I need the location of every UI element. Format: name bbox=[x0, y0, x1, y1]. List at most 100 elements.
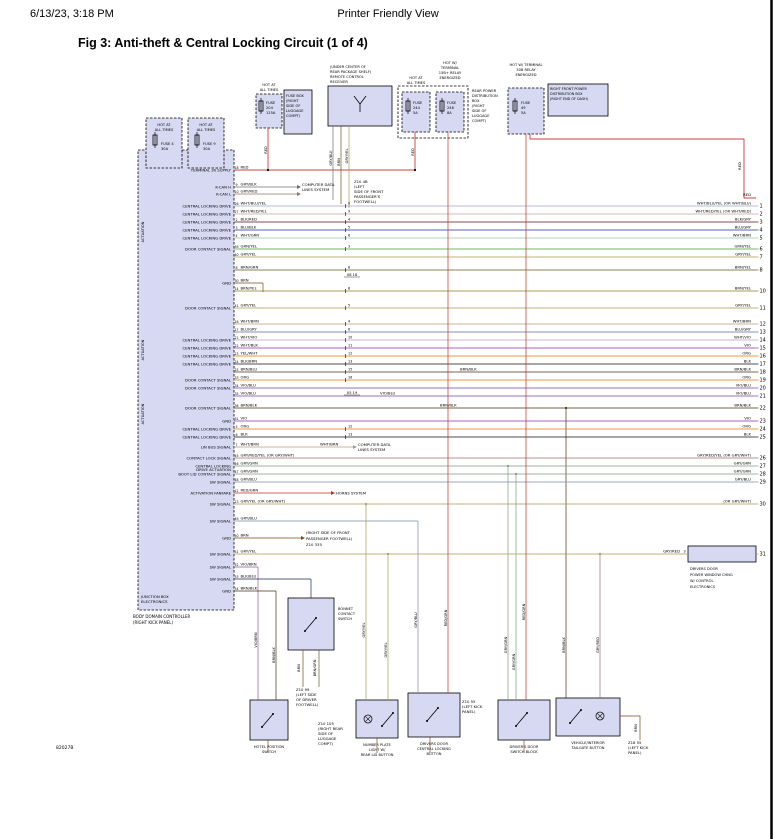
wire-color-label: BRN/YEL bbox=[241, 286, 258, 291]
pin-signal-label: DOOR CONTACT SIGNAL bbox=[185, 305, 232, 310]
wire-color-label: GRY/BLU bbox=[241, 516, 257, 521]
diagram-label: FOOTWELL) bbox=[296, 702, 319, 707]
diagram-label: PASSENGER'S bbox=[354, 194, 381, 199]
pin-signal-label: SW SIGNAL bbox=[210, 551, 232, 556]
unit-label: 30A bbox=[161, 147, 169, 151]
wire-color-label: BRN/BLK bbox=[272, 647, 276, 663]
wire-endpoint-number: 22 bbox=[760, 406, 766, 412]
antenna-icon bbox=[359, 95, 367, 105]
wire-endpoint-number: 5 bbox=[760, 236, 763, 242]
pin-number: 40 bbox=[234, 253, 238, 257]
unit-label: COMPT) bbox=[472, 119, 487, 123]
unit-label: 30B RELAY bbox=[516, 68, 536, 72]
unit-label: ENERGIZED bbox=[439, 76, 460, 80]
pin-number: 34 bbox=[234, 384, 238, 388]
unit-label: SWITCH bbox=[338, 617, 352, 621]
unit-label: 15B+ RELAY bbox=[439, 71, 462, 75]
unit-label: 125A bbox=[266, 111, 276, 115]
wire-color-label: GRY/YEL (OR GRY/WHT) bbox=[241, 499, 286, 504]
wire-color-label: BRN bbox=[241, 533, 249, 538]
wire-color-label: WHT/BLU/YEL bbox=[241, 201, 268, 206]
unit-box bbox=[187, 117, 225, 169]
wire-color-label: VIO/BLU bbox=[736, 391, 752, 396]
wire-color-label: BLU/GRY bbox=[241, 327, 258, 332]
wire-color-label: WHT/BLK bbox=[241, 343, 259, 348]
wire-color-label: GRY/YEL bbox=[362, 623, 366, 638]
pin-signal-label: LIN BUS SIGNAL bbox=[201, 444, 232, 449]
wire-color-label: RED bbox=[411, 148, 415, 156]
wire-color-label: WHT/BRN bbox=[241, 442, 259, 447]
wire-endpoint-number: 16 bbox=[760, 354, 766, 360]
wire-color-label: GRY/YEL bbox=[241, 252, 258, 257]
wire-color-label: GRY/GRN bbox=[512, 653, 516, 670]
switch-contact bbox=[381, 725, 383, 727]
wire-color-label: VIO/BLU bbox=[380, 391, 396, 396]
wire-color-label: WHT/BRN bbox=[733, 319, 751, 324]
unit-label: ALL TIMES bbox=[155, 128, 174, 132]
junction-dot bbox=[386, 552, 390, 556]
unit-label: 246 bbox=[447, 106, 455, 110]
wire-endpoint-number: 15 bbox=[760, 346, 766, 352]
unit-box bbox=[507, 87, 545, 135]
unit-label: CONTACT bbox=[338, 612, 356, 616]
diagram-label: OF DRIVER bbox=[296, 697, 317, 702]
unit-label: HOT AT bbox=[262, 83, 276, 87]
wire-color-label: GRY/GRN bbox=[241, 469, 259, 474]
wire-color-label: VIO/BLU bbox=[736, 383, 752, 388]
pin-number: 45 bbox=[234, 454, 238, 458]
pin-signal-label: CENTRAL LOCKING DRIVE bbox=[182, 235, 231, 240]
wire-color-label: BRN/BLU bbox=[241, 367, 258, 372]
diagram-label: SIDE OF bbox=[318, 731, 333, 736]
pin-number: 24 bbox=[234, 360, 238, 364]
unit-label: 8A bbox=[447, 111, 452, 115]
unit-label: FUSE bbox=[266, 101, 276, 105]
connector-pin-number: 5 bbox=[348, 304, 350, 308]
wire bbox=[529, 134, 756, 199]
datetime-text: 6/13/23, 3:18 PM bbox=[30, 8, 114, 20]
wire-color-label: ORG bbox=[742, 351, 751, 356]
pin-signal-label: DOOR CONTACT SIGNAL bbox=[185, 385, 232, 390]
connector-pin-number: 4 bbox=[348, 218, 350, 222]
wire-color-label: GRY/YEL bbox=[241, 303, 258, 308]
wire-color-label: GRY/YEL bbox=[735, 252, 752, 257]
unit-label: ALL TIMES bbox=[197, 128, 216, 132]
connector-pin-number: 10 bbox=[348, 336, 352, 340]
wire-endpoint-number: 29 bbox=[760, 480, 766, 486]
unit-box bbox=[355, 699, 399, 739]
pin-number: 49 bbox=[234, 517, 238, 521]
unit-label: REAR LID BUTTON bbox=[361, 753, 394, 757]
diagram-label: 82027B bbox=[56, 745, 73, 751]
wire-color-label: YEL/WHT bbox=[241, 351, 259, 356]
wire-color-label: GRY/RED bbox=[663, 549, 680, 554]
wire-color-label: RED/GRN bbox=[444, 609, 448, 626]
lamp-icon bbox=[363, 714, 373, 724]
unit-label: COMPT) bbox=[286, 114, 301, 118]
wire-color-label: BRN/BLK bbox=[241, 586, 258, 591]
pin-signal-label: CENTRAL LOCKING DRIVE bbox=[182, 361, 231, 366]
unit-label: 204 bbox=[266, 106, 274, 110]
wire-color-label: BLK/BRN bbox=[241, 359, 258, 364]
diagram-label: COMPUTER DATA bbox=[358, 442, 391, 447]
wire-color-label: BRN bbox=[241, 278, 249, 283]
wire-color-label: BRN/GRN bbox=[313, 659, 317, 676]
connector-pin-number: 4 bbox=[348, 320, 350, 324]
wire-endpoint-number: 14 bbox=[760, 338, 766, 344]
wire-color-label: GRY/RED bbox=[241, 189, 258, 194]
wire-color-label: GRY/RED bbox=[596, 637, 600, 653]
pin-number: 7 bbox=[235, 443, 237, 447]
connector-pin-number: 6 bbox=[348, 234, 350, 238]
wire-color-label: BLK bbox=[241, 432, 249, 437]
wire-endpoint-number: 27 bbox=[760, 464, 766, 470]
pin-number: 10 bbox=[234, 190, 238, 194]
unit-label: BOX bbox=[472, 99, 480, 103]
wire-color-label: BLK bbox=[744, 359, 752, 364]
unit-label: 5A bbox=[521, 111, 526, 115]
wire-endpoint-number: 23 bbox=[760, 419, 766, 425]
wire-color-label: BRN bbox=[337, 158, 341, 166]
unit-label: NUMBER PLATE bbox=[363, 743, 391, 747]
wire-endpoint-number: 8 bbox=[760, 268, 763, 274]
wire-color-label: RED/GRN bbox=[522, 603, 526, 620]
unit-label: LUGGAGE bbox=[472, 114, 490, 118]
connector-pin-number: 8 bbox=[348, 287, 350, 291]
wire-color-label: GRY/GRN bbox=[241, 461, 259, 466]
